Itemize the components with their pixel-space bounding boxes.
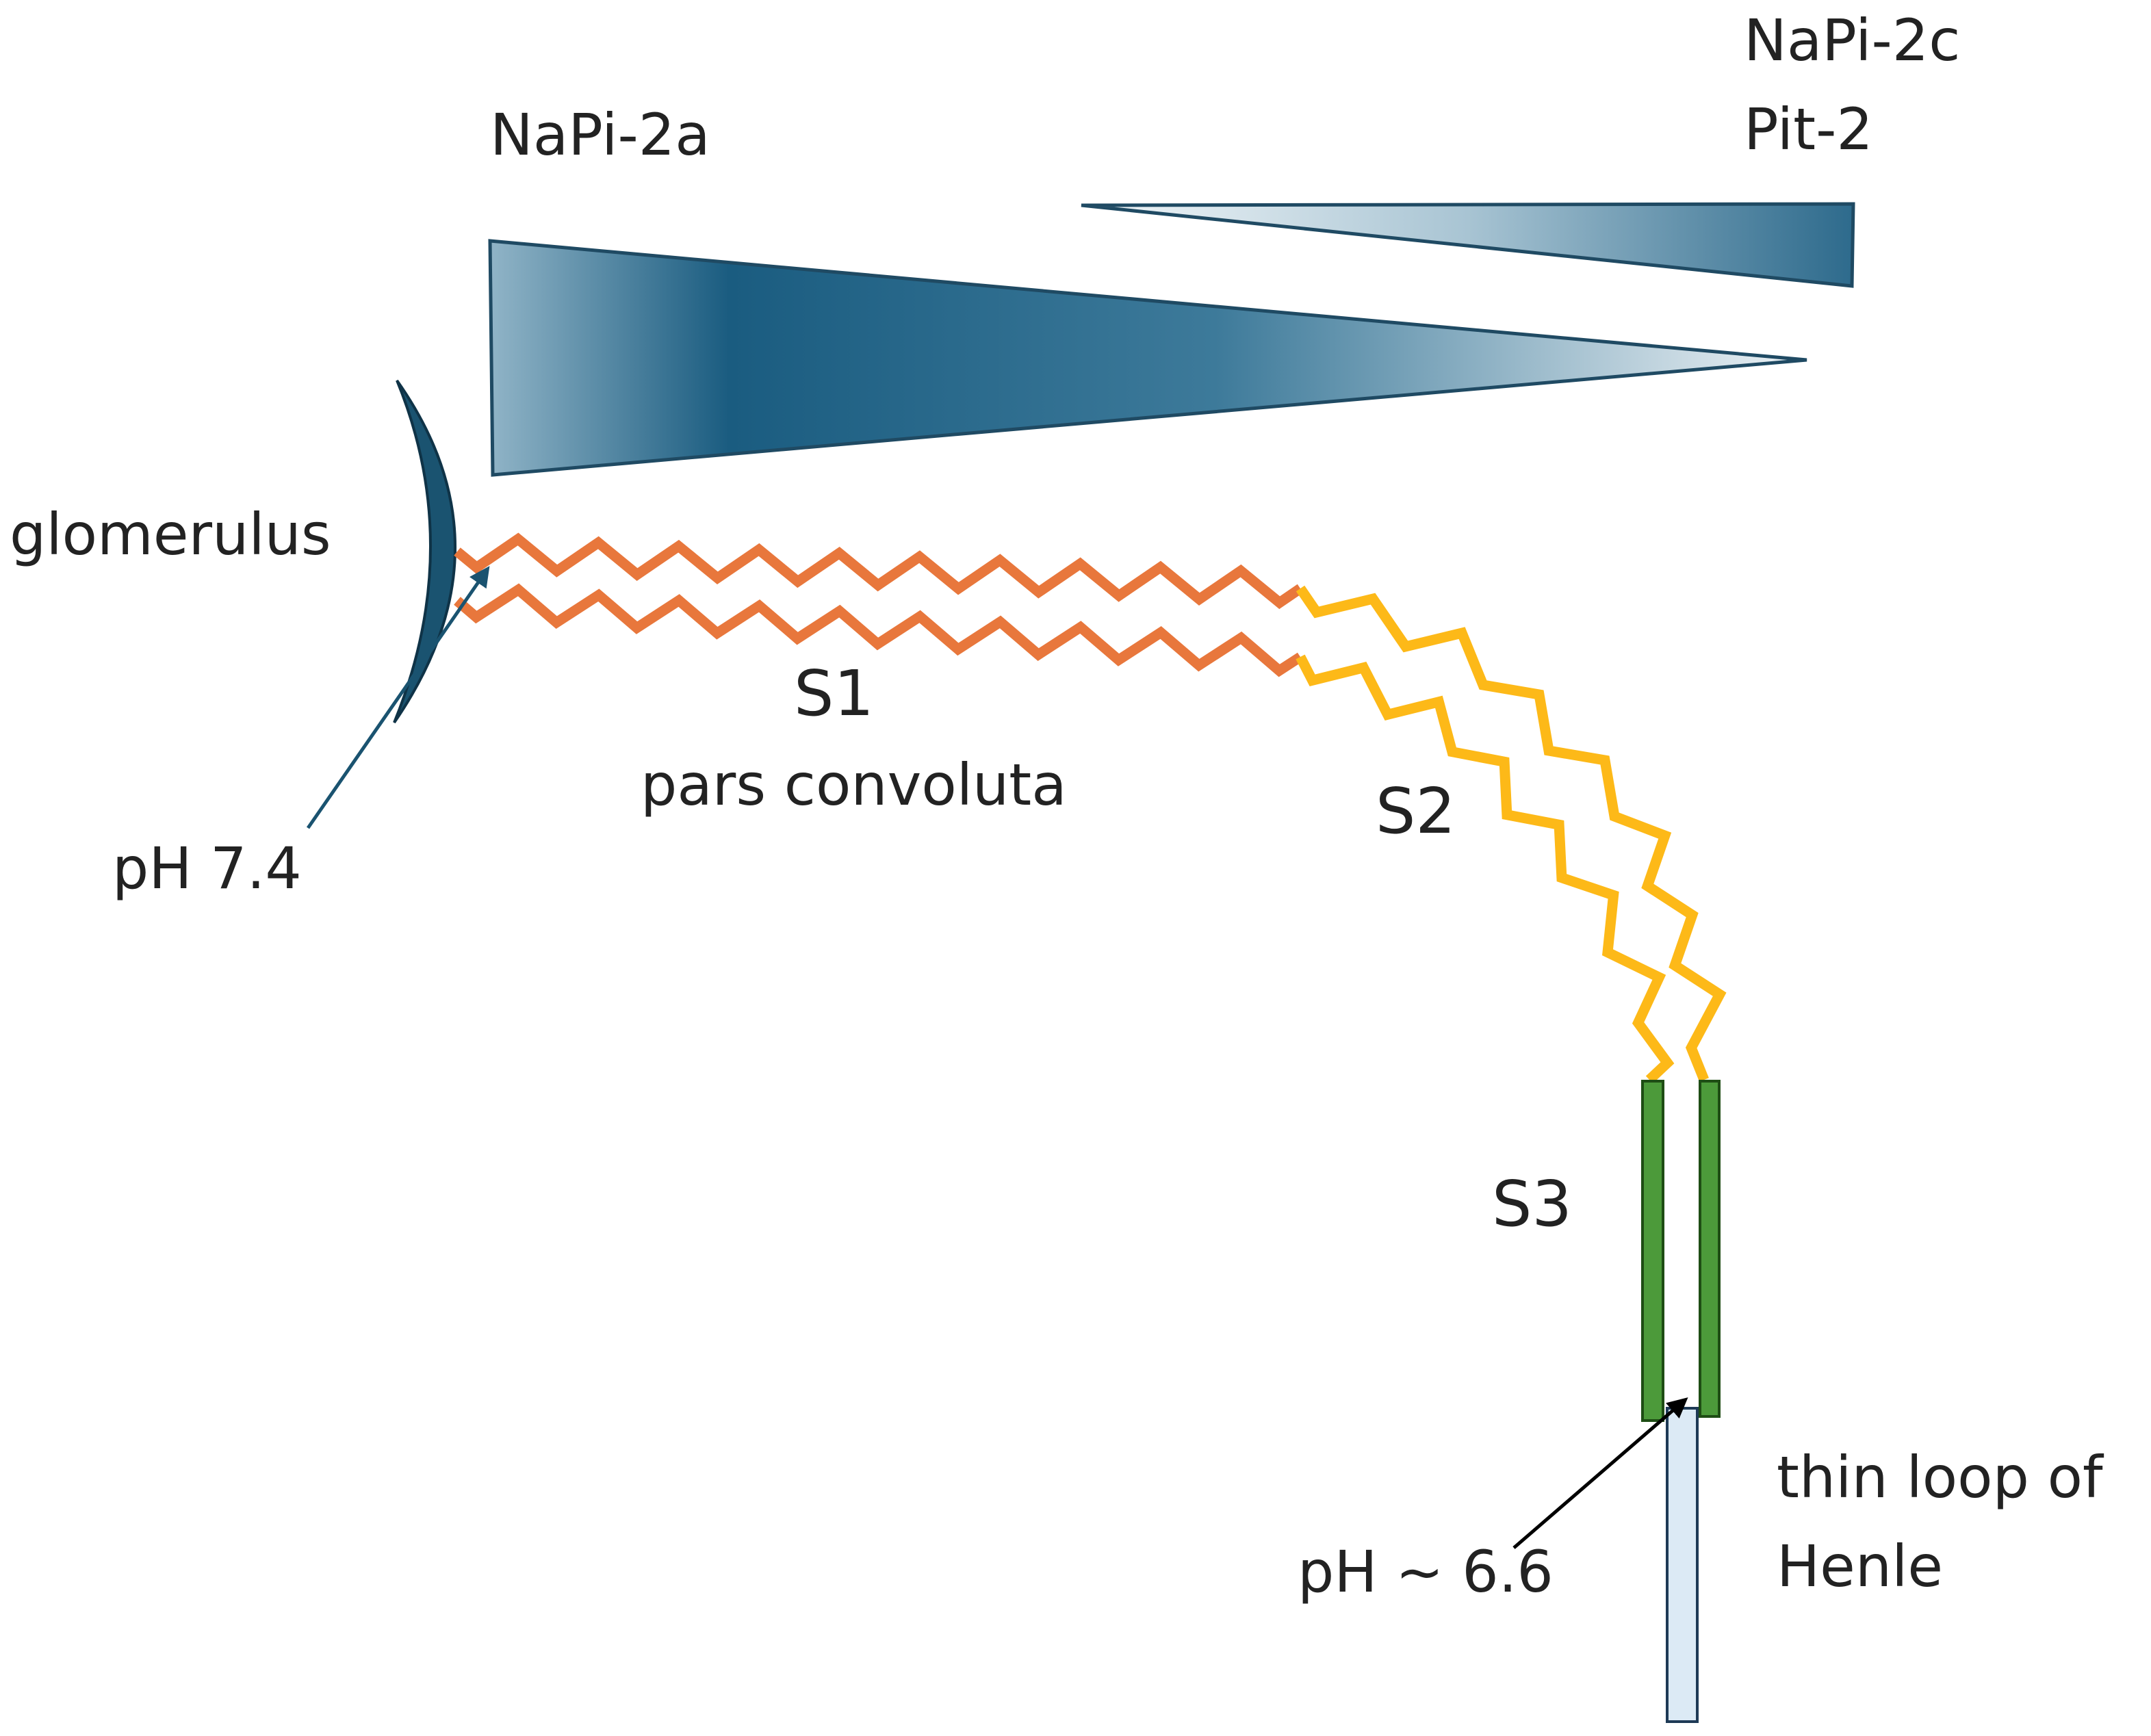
s1-tubule-upper-wall	[454, 532, 1304, 610]
pit-2-label: Pit-2	[1744, 96, 1873, 163]
napi-2a-triangle	[488, 239, 1807, 477]
s3-tubule-right-wall	[1699, 1080, 1721, 1418]
s2-tubule-inner-wall	[1296, 654, 1675, 1084]
thin-loop-label-line-2: Henle	[1777, 1533, 1944, 1600]
ph-7-4-arrow	[306, 566, 490, 829]
thin-loop-label-line-1: thin loop of	[1777, 1444, 2103, 1511]
s2-tubule-outer-wall	[1296, 585, 1727, 1082]
napi-2c-pit-2-triangle	[1081, 202, 1855, 288]
thin-loop-of-henle-tube	[1666, 1407, 1699, 1723]
ph-6-6-label: pH ~ 6.6	[1298, 1538, 1554, 1605]
ph-6-6-arrow	[1512, 1397, 1688, 1549]
napi-2c-label: NaPi-2c	[1744, 7, 1961, 74]
s2-label: S2	[1376, 775, 1456, 848]
glomerulus-shape	[393, 379, 456, 724]
s3-tubule-left-wall	[1641, 1080, 1664, 1422]
s1-label: S1	[794, 657, 874, 730]
ph-7-4-label: pH 7.4	[112, 835, 302, 902]
s1-tubule-lower-wall	[454, 583, 1304, 677]
pars-convoluta-label: pars convoluta	[641, 751, 1067, 818]
glomerulus-label: glomerulus	[10, 501, 331, 568]
s3-label: S3	[1492, 1167, 1572, 1241]
napi-2a-label: NaPi-2a	[490, 101, 710, 168]
